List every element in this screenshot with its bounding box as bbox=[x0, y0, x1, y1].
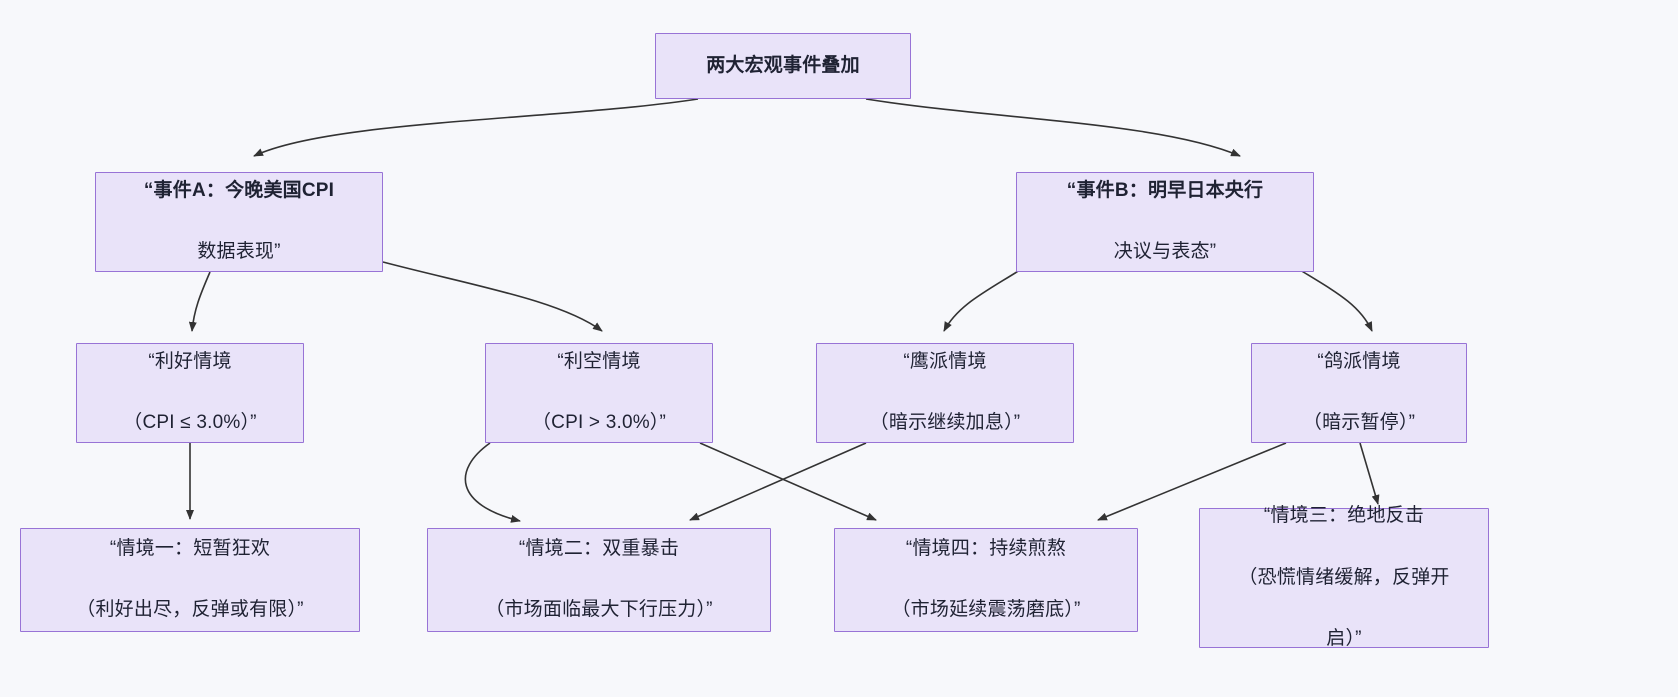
node-hawkish-text: “鹰派情境 （暗示继续加息）” bbox=[870, 316, 1021, 470]
node-root-line-0: 两大宏观事件叠加 bbox=[706, 54, 860, 76]
node-scenario-4-line-0: “情境四：持续煎熬 bbox=[905, 537, 1067, 559]
node-event-b-text: “事件B：明早日本央行 决议与表态” bbox=[1067, 145, 1263, 299]
node-root[interactable]: 两大宏观事件叠加 bbox=[655, 33, 911, 99]
node-dovish-scenario[interactable]: “鸽派情境 （暗示暂停）” bbox=[1251, 343, 1467, 443]
node-bullish-text: “利好情境 （CPI ≤ 3.0%）” bbox=[123, 316, 256, 470]
node-scenario-3-line-0: “情境三：绝地反击 bbox=[1263, 505, 1425, 527]
node-hawkish-line-0: “鹰派情境 bbox=[903, 350, 987, 372]
node-dovish-text: “鸽派情境 （暗示暂停）” bbox=[1303, 316, 1415, 470]
node-scenario-3[interactable]: “情境三：绝地反击 （恐慌情绪缓解，反弹开 启）” bbox=[1199, 505, 1489, 649]
node-scenario-3-line-2: 启）” bbox=[1326, 628, 1362, 650]
node-scenario-4-text: “情境四：持续煎熬 （市场延续震荡磨底）” bbox=[891, 503, 1080, 657]
node-bearish-line-1: （CPI > 3.0%）” bbox=[531, 412, 667, 434]
node-scenario-1-line-1: （利好出尽，反弹或有限）” bbox=[76, 599, 304, 621]
node-dovish-line-0: “鸽派情境 bbox=[1317, 350, 1401, 372]
node-event-b-line-1: 决议与表态” bbox=[1113, 241, 1217, 263]
node-scenario-2[interactable]: “情境二：双重暴击 （市场面临最大下行压力）” bbox=[427, 528, 771, 632]
node-event-b-line-0: “事件B：明早日本央行 bbox=[1066, 179, 1264, 201]
node-scenario-2-line-1: （市场面临最大下行压力）” bbox=[485, 599, 713, 621]
node-bearish-scenario[interactable]: “利空情境 （CPI > 3.0%）” bbox=[485, 343, 713, 443]
node-bearish-text: “利空情境 （CPI > 3.0%）” bbox=[532, 316, 666, 470]
node-scenario-3-line-1: （恐慌情绪缓解，反弹开 bbox=[1238, 566, 1450, 588]
node-hawkish-scenario[interactable]: “鹰派情境 （暗示继续加息）” bbox=[816, 343, 1074, 443]
node-scenario-1-line-0: “情境一：短暂狂欢 bbox=[109, 537, 271, 559]
node-hawkish-line-1: （暗示继续加息）” bbox=[869, 412, 1021, 434]
node-scenario-2-text: “情境二：双重暴击 （市场面临最大下行压力）” bbox=[485, 503, 712, 657]
node-event-a[interactable]: “事件A：今晚美国CPI 数据表现” bbox=[95, 172, 383, 272]
node-bullish-scenario[interactable]: “利好情境 （CPI ≤ 3.0%）” bbox=[76, 343, 304, 443]
node-event-a-line-1: 数据表现” bbox=[197, 241, 281, 263]
edge-bearish-to-scenario-4 bbox=[699, 442, 877, 521]
node-scenario-1[interactable]: “情境一：短暂狂欢 （利好出尽，反弹或有限）” bbox=[20, 528, 360, 632]
node-scenario-4[interactable]: “情境四：持续煎熬 （市场延续震荡磨底）” bbox=[834, 528, 1138, 632]
node-bullish-line-1: （CPI ≤ 3.0%）” bbox=[123, 412, 257, 434]
node-scenario-2-line-0: “情境二：双重暴击 bbox=[518, 537, 680, 559]
node-scenario-4-line-1: （市场延续震荡磨底）” bbox=[891, 599, 1081, 621]
node-event-a-text: “事件A：今晚美国CPI 数据表现” bbox=[144, 145, 334, 299]
edge-hawkish-to-scenario-2 bbox=[689, 442, 867, 521]
node-event-a-line-0: “事件A：今晚美国CPI bbox=[143, 179, 335, 201]
node-scenario-3-text: “情境三：绝地反击 （恐慌情绪缓解，反弹开 启）” bbox=[1238, 470, 1449, 685]
node-root-text: 两大宏观事件叠加 bbox=[706, 20, 860, 112]
node-scenario-1-text: “情境一：短暂狂欢 （利好出尽，反弹或有限）” bbox=[76, 503, 303, 657]
node-bullish-line-0: “利好情境 bbox=[148, 350, 232, 372]
node-dovish-line-1: （暗示暂停）” bbox=[1302, 412, 1416, 434]
node-event-b[interactable]: “事件B：明早日本央行 决议与表态” bbox=[1016, 172, 1314, 272]
node-bearish-line-0: “利空情境 bbox=[557, 350, 641, 372]
